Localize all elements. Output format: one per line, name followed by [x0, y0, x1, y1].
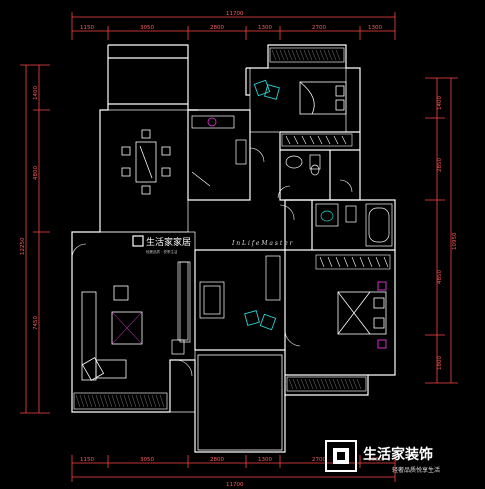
master-bed [299, 81, 347, 115]
bottom-seg-3: 2800 [210, 457, 224, 463]
bathroom-fixtures [285, 154, 393, 247]
right-total-dim: 10950 [452, 232, 458, 250]
top-seg-2: 3050 [140, 25, 154, 31]
center-watermark: 生活家家居 轻奢品质 · 悦享生活 [132, 235, 191, 254]
bottom-total-dim: 11700 [226, 482, 244, 488]
study-furniture [179, 255, 281, 343]
top-total-dim: 11700 [226, 11, 244, 17]
master-bedroom-chairs [253, 79, 280, 100]
top-seg-1: 1150 [80, 25, 94, 31]
right-dimension-line [425, 77, 458, 384]
wardrobe-top [281, 133, 353, 147]
top-seg-4: 1300 [258, 25, 272, 31]
kitchen-fixtures [191, 115, 247, 187]
script-watermark: I n L i f e M a s t e r [231, 240, 294, 247]
left-dimension-line [20, 64, 50, 414]
top-seg-6: 1300 [368, 25, 382, 31]
study-chairs [244, 310, 277, 331]
bottom-balcony [197, 354, 283, 451]
dining-table [121, 129, 171, 195]
bottom-seg-5: 2700 [312, 457, 326, 463]
bottom-seg-6: 1300 [368, 457, 382, 463]
right-seg-4: 1800 [437, 356, 443, 370]
bottom-seg-1: 1150 [80, 457, 94, 463]
living-sofa [81, 285, 143, 381]
left-total-dim: 12250 [20, 237, 26, 255]
right-seg-2: 2850 [437, 158, 443, 172]
center-watermark-sub: 轻奢品质 · 悦享生活 [146, 249, 178, 254]
right-seg-1: 1400 [437, 96, 443, 110]
tv-console [171, 261, 189, 355]
corner-watermark-brand: 生活家装饰 [363, 446, 433, 463]
balcony-hatch [73, 47, 367, 410]
top-dimension-line [71, 12, 396, 40]
corner-watermark: 生活家装饰 轻奢品质悦享生活 [325, 440, 440, 474]
left-seg-2: 4800 [33, 166, 39, 180]
top-seg-5: 2700 [312, 25, 326, 31]
center-watermark-brand: 生活家家居 [146, 236, 191, 248]
wardrobe-second [315, 254, 391, 270]
top-seg-3: 2800 [210, 25, 224, 31]
left-seg-1: 1400 [33, 86, 39, 100]
right-seg-3: 4850 [437, 270, 443, 284]
left-seg-3: 7450 [33, 316, 39, 330]
door-swings [71, 147, 353, 377]
bottom-seg-4: 1300 [258, 457, 272, 463]
bottom-seg-2: 3050 [140, 457, 154, 463]
second-bed [337, 281, 387, 349]
corner-watermark-slogan: 轻奢品质悦享生活 [392, 466, 440, 474]
